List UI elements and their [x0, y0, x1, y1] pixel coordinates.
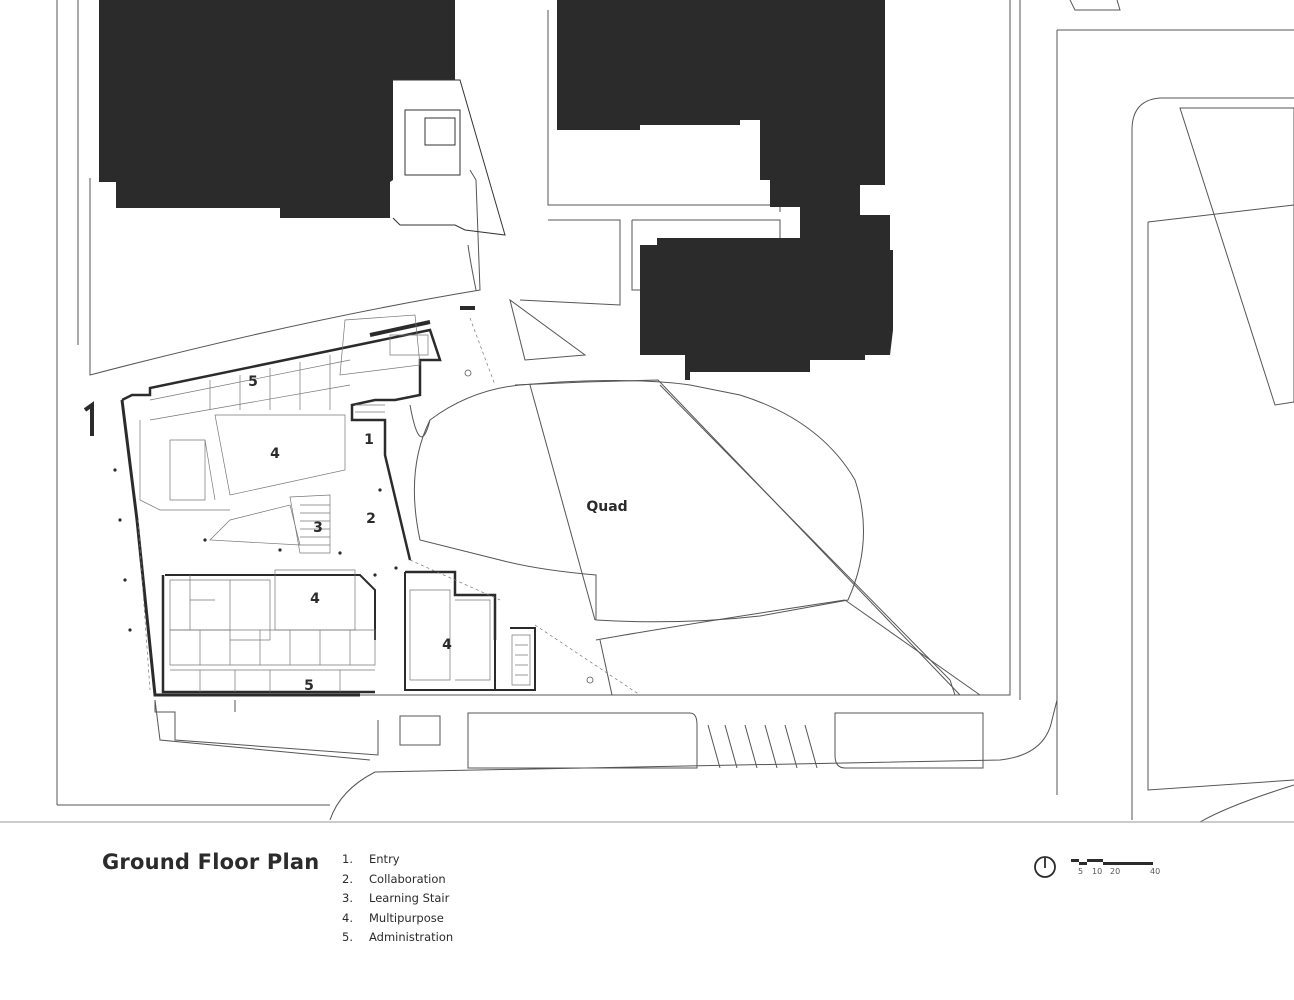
legend-item: 1.Entry: [342, 852, 400, 866]
room-marker-multipurpose-north: 4: [270, 446, 280, 462]
site-plan-drawing: 5 4 1 2 3 4 4 5 Quad: [0, 0, 1294, 823]
legend-item: 5.Administration: [342, 930, 454, 945]
scale-tick-label: 5: [1078, 867, 1084, 876]
scale-tick-label: 20: [1110, 867, 1121, 876]
scale-bar: 5 10 20 40: [1068, 853, 1160, 876]
quad-label: Quad: [586, 499, 627, 515]
room-marker-learning-stair: 3: [313, 520, 323, 536]
room-marker-collaboration: 2: [366, 511, 376, 527]
scale-bar-graphic: [1071, 859, 1153, 865]
room-legend: 1.Entry 2.Collaboration 3.Learning Stair…: [342, 852, 453, 950]
scale-tick-label: 10: [1092, 867, 1103, 876]
plan-footer: [0, 820, 1294, 1000]
scale-tick-label: 40: [1150, 867, 1161, 876]
legend-item: 3.Learning Stair: [342, 891, 450, 906]
room-marker-admin-north: 5: [248, 374, 258, 390]
room-marker-multipurpose-center: 4: [310, 591, 320, 607]
room-marker-admin-south: 5: [304, 678, 314, 694]
room-marker-entry: 1: [364, 432, 374, 448]
legend-item: 2.Collaboration: [342, 871, 446, 886]
plan-title: Ground Floor Plan: [102, 850, 320, 874]
legend-item: 4.Multipurpose: [342, 910, 444, 925]
north-arrow-icon: [1034, 856, 1056, 878]
room-marker-multipurpose-east: 4: [442, 637, 452, 653]
